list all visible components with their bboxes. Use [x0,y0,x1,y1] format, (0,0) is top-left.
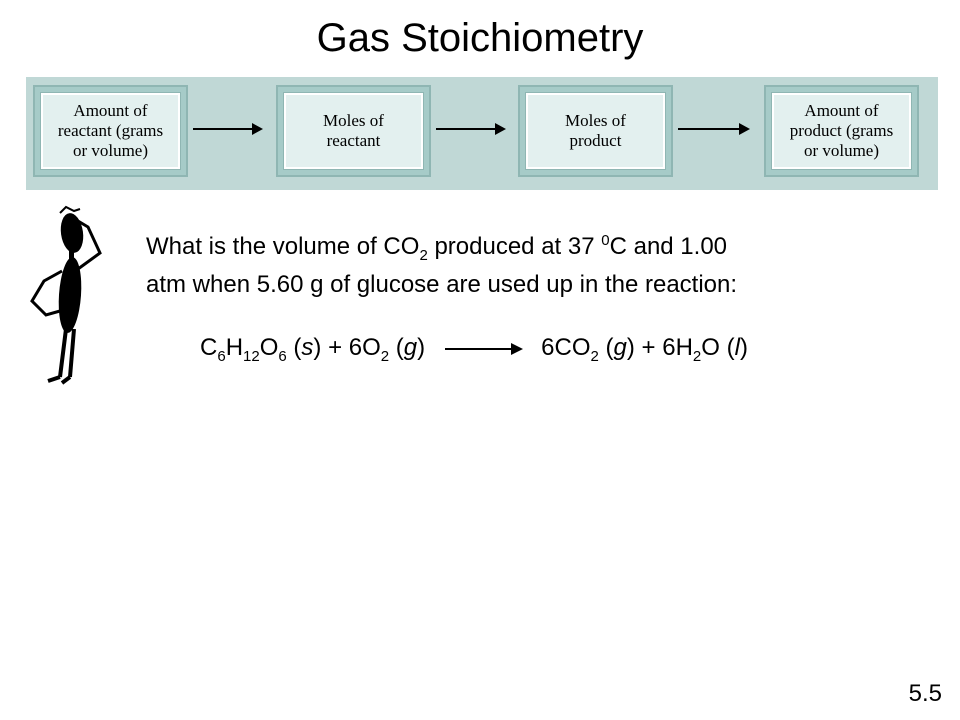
flow-box-amount-product: Amount of product (grams or volume) [764,85,919,177]
subscript: 12 [243,347,260,365]
state-label: g [403,334,418,361]
right-arrow-icon [193,123,263,135]
subscript: 6 [278,347,287,365]
flow-box-label: Moles of reactant [283,92,424,170]
question-text-b: produced at 37 [427,233,602,260]
state-label: s [301,334,314,361]
eq-text: C [200,334,218,361]
eq-text: ( [389,334,404,361]
question-text-c: C and 1.00 [609,233,728,260]
eq-text: H [225,334,244,361]
eq-text: ( [598,334,614,361]
superscript: 0 [601,232,610,249]
state-label: g [613,334,627,361]
state-label: l [734,334,740,361]
eq-text: ( [719,334,735,361]
question-line-2: atm when 5.60 g of glucose are used up i… [146,271,738,298]
flow-box-moles-product: Moles of product [518,85,673,177]
eq-text: 6CO [541,334,591,361]
eq-text: ( [286,334,302,361]
stoichiometry-flowchart: Amount of reactant (grams or volume) Mol… [26,77,938,190]
slide-number: 5.5 [908,680,942,707]
flow-box-label: Moles of product [525,92,666,170]
reaction-arrow-icon [445,342,524,355]
right-arrow-icon [678,123,750,135]
flow-box-amount-reactant: Amount of reactant (grams or volume) [33,85,188,177]
subscript: 2 [380,347,390,365]
chemical-equation: C6H12O6 (s) + 6O2 (g)6CO2 (g) + 6H2O (l) [200,332,920,364]
flow-box-moles-reactant: Moles of reactant [276,85,431,177]
flow-box-label: Amount of reactant (grams or volume) [40,92,181,170]
question-text-a: What is the volume of CO [146,233,420,260]
question-line-1: What is the volume of CO2 produced at 37… [146,228,946,266]
subscript: 2 [590,347,599,365]
subscript: 2 [692,347,702,365]
eq-text: ) [417,334,426,361]
question-text: What is the volume of CO2 produced at 37… [146,228,946,304]
eq-text: O [701,334,720,361]
eq-text: ) [313,334,322,361]
eq-text: O [259,334,279,361]
right-arrow-icon [436,123,506,135]
slide-title: Gas Stoichiometry [316,16,644,60]
eq-text: + 6O [321,334,381,361]
subscript: 6 [217,347,226,365]
eq-text: + 6H [634,334,693,361]
subscript: 2 [419,246,428,264]
eq-text: ) [739,334,748,361]
eq-text: ) [626,334,635,361]
flow-box-label: Amount of product (grams or volume) [771,92,912,170]
thinking-stick-figure-icon [30,205,102,385]
